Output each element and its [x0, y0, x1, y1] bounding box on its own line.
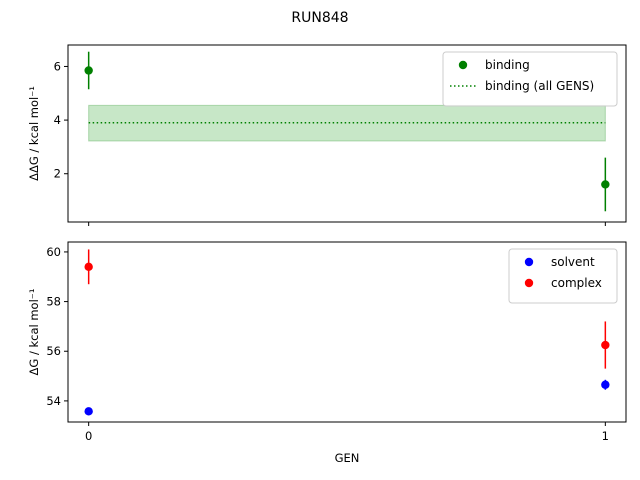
- legend-label: binding (all GENS): [485, 79, 594, 93]
- legend-marker: [524, 278, 534, 288]
- y-tick-label: 2: [54, 167, 61, 181]
- x-axis-label: GEN: [335, 451, 360, 465]
- axes-frame: [67, 241, 627, 423]
- point-complex-0: [84, 262, 93, 272]
- y-tick-label: 56: [46, 344, 61, 358]
- y-tick-label: 4: [54, 113, 61, 127]
- chart-title: RUN848: [291, 10, 348, 26]
- y-tick-label: 6: [54, 59, 61, 73]
- legend-marker: [524, 257, 534, 267]
- legend-label: complex: [551, 276, 602, 290]
- legend-frame: [508, 248, 618, 304]
- y-tick-label: 58: [46, 295, 61, 309]
- legend-label: solvent: [551, 255, 595, 269]
- point-solvent-1: [601, 380, 610, 389]
- y-tick-label: 54: [46, 394, 61, 408]
- legend: binding binding (all GENS): [442, 51, 618, 107]
- legend-label: binding: [485, 58, 530, 72]
- x-tick-label: 0: [85, 429, 92, 443]
- legend-frame: [442, 51, 618, 107]
- y-axis-label: ΔG / kcal mol⁻¹: [27, 289, 41, 376]
- legend-marker: [458, 60, 468, 70]
- point-binding-1: [601, 180, 610, 189]
- axes-frame: [67, 44, 627, 223]
- y-tick-label: 60: [46, 245, 61, 259]
- point-complex-1: [601, 340, 610, 350]
- y-axis-label: ΔΔG / kcal mol⁻¹: [27, 86, 41, 181]
- reference-band: [88, 104, 606, 142]
- point-solvent-0: [84, 407, 93, 416]
- legend: solvent complex: [508, 248, 618, 304]
- point-binding-0: [84, 66, 93, 75]
- bottom-axes: 54 56 58 60 0 1 ΔG / kcal mol⁻¹ GEN solvent compl…: [27, 241, 627, 465]
- x-tick-label: 1: [602, 429, 609, 443]
